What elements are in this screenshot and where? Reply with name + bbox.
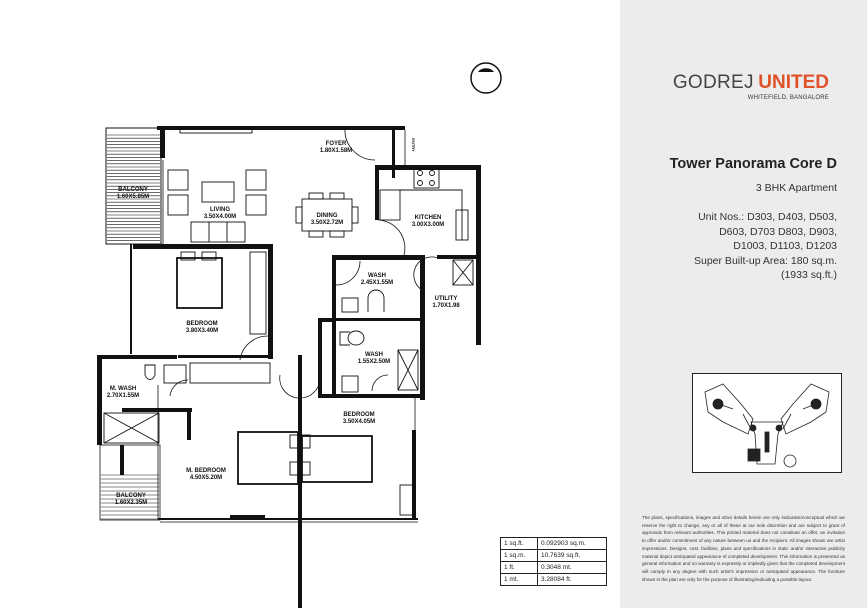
room-label-master-bedroom: M. BEDROOM (186, 468, 226, 474)
room-label-utility: UTILITY (435, 296, 458, 302)
table-row: 1 mt.3.28084 ft. (500, 573, 607, 586)
floor-plan: FOYER 1.80X1.58M ENTRY BALCONY 1.60X5.85… (97, 62, 502, 608)
unit-line: D1003, D1103, D1203 (733, 240, 837, 252)
room-label-balcony-2: BALCONY (116, 493, 146, 499)
walls (97, 126, 481, 608)
balcony-top (105, 127, 162, 245)
apartment-type: 3 BHK Apartment (755, 182, 837, 194)
room-label-bedroom-2: BEDROOM (343, 412, 374, 418)
area-line: Super Built-up Area: 180 sq.m. (694, 254, 837, 267)
brand-name-accent: UNITED (758, 72, 829, 93)
key-plan-map (692, 373, 842, 473)
room-label-foyer: FOYER (326, 141, 347, 147)
table-cell: 0.3048 mt. (537, 561, 607, 574)
brand-logo: GODREJ UNITED WHITEFIELD, BANGALORE (673, 72, 829, 101)
table-cell: 10.7639 sq.ft. (537, 549, 607, 562)
brand-name: GODREJ (672, 72, 754, 93)
room-label-dining: DINING (317, 213, 338, 219)
room-size-master-bedroom: 4.50X5.20M (190, 475, 222, 481)
room-label-wash-2: WASH (365, 352, 383, 358)
table-cell: 1 sq.ft. (500, 537, 538, 550)
room-label-balcony: BALCONY (118, 187, 148, 193)
unit-details: Unit Nos.: D303, D403, D503, D603, D703 … (694, 210, 837, 283)
disclaimer: The plans, specifications, images and ot… (642, 515, 845, 582)
table-row: 1 sq.m.10.7639 sq.ft. (500, 549, 607, 562)
room-size-balcony: 1.60X5.85M (117, 194, 149, 200)
room-size-dining: 3.50X2.72M (311, 220, 343, 226)
room-label-bedroom: BEDROOM (186, 321, 217, 327)
doors (169, 127, 439, 399)
table-cell: 1 mt. (500, 573, 538, 586)
room-size-living: 3.50X4.00M (204, 214, 236, 220)
room-label-living: LIVING (210, 207, 230, 213)
unit-conversion-table: 1 sq.ft.0.092903 sq.m. 1 sq.m.10.7639 sq… (500, 537, 607, 586)
table-cell: 3.28084 ft. (537, 573, 607, 586)
room-labels: FOYER 1.80X1.58M ENTRY BALCONY 1.60X5.85… (107, 138, 461, 506)
table-row: 1 ft.0.3048 mt. (500, 561, 607, 574)
outline (99, 130, 418, 523)
room-size-bedroom: 3.80X3.40M (186, 328, 218, 334)
room-size-foyer: 1.80X1.58M (320, 148, 352, 154)
tower-title: Tower Panorama Core D (669, 156, 837, 172)
room-size-wash: 2.45X1.55M (361, 280, 393, 286)
area-line: (1933 sq.ft.) (780, 269, 837, 281)
room-size-bedroom-2: 3.50X4.05M (343, 419, 375, 425)
table-row: 1 sq.ft.0.092903 sq.m. (500, 537, 607, 550)
room-size-wash-2: 1.55X2.50M (358, 359, 390, 365)
table-cell: 1 sq.m. (500, 549, 538, 562)
room-label-wash: WASH (368, 273, 386, 279)
room-label-entry: ENTRY (411, 138, 416, 152)
north-compass-icon (470, 62, 502, 94)
room-size-kitchen: 3.00X3.00M (412, 222, 444, 228)
info-panel: GODREJ UNITED WHITEFIELD, BANGALORE Towe… (620, 0, 867, 608)
unit-line: D603, D703 D803, D903, (719, 225, 837, 238)
unit-line: Unit Nos.: D303, D403, D503, (698, 211, 837, 223)
room-size-master-wash: 2.70X1.55M (107, 393, 139, 399)
brand-location: WHITEFIELD, BANGALORE (747, 95, 829, 101)
table-cell: 0.092903 sq.m. (537, 537, 607, 550)
room-size-utility: 1.70X1.98 (432, 303, 460, 309)
room-label-kitchen: KITCHEN (415, 215, 442, 221)
room-label-master-wash: M. WASH (110, 386, 136, 392)
table-cell: 1 ft. (500, 561, 538, 574)
room-size-balcony-2: 1.60X2.35M (115, 500, 147, 506)
furniture (103, 127, 474, 516)
